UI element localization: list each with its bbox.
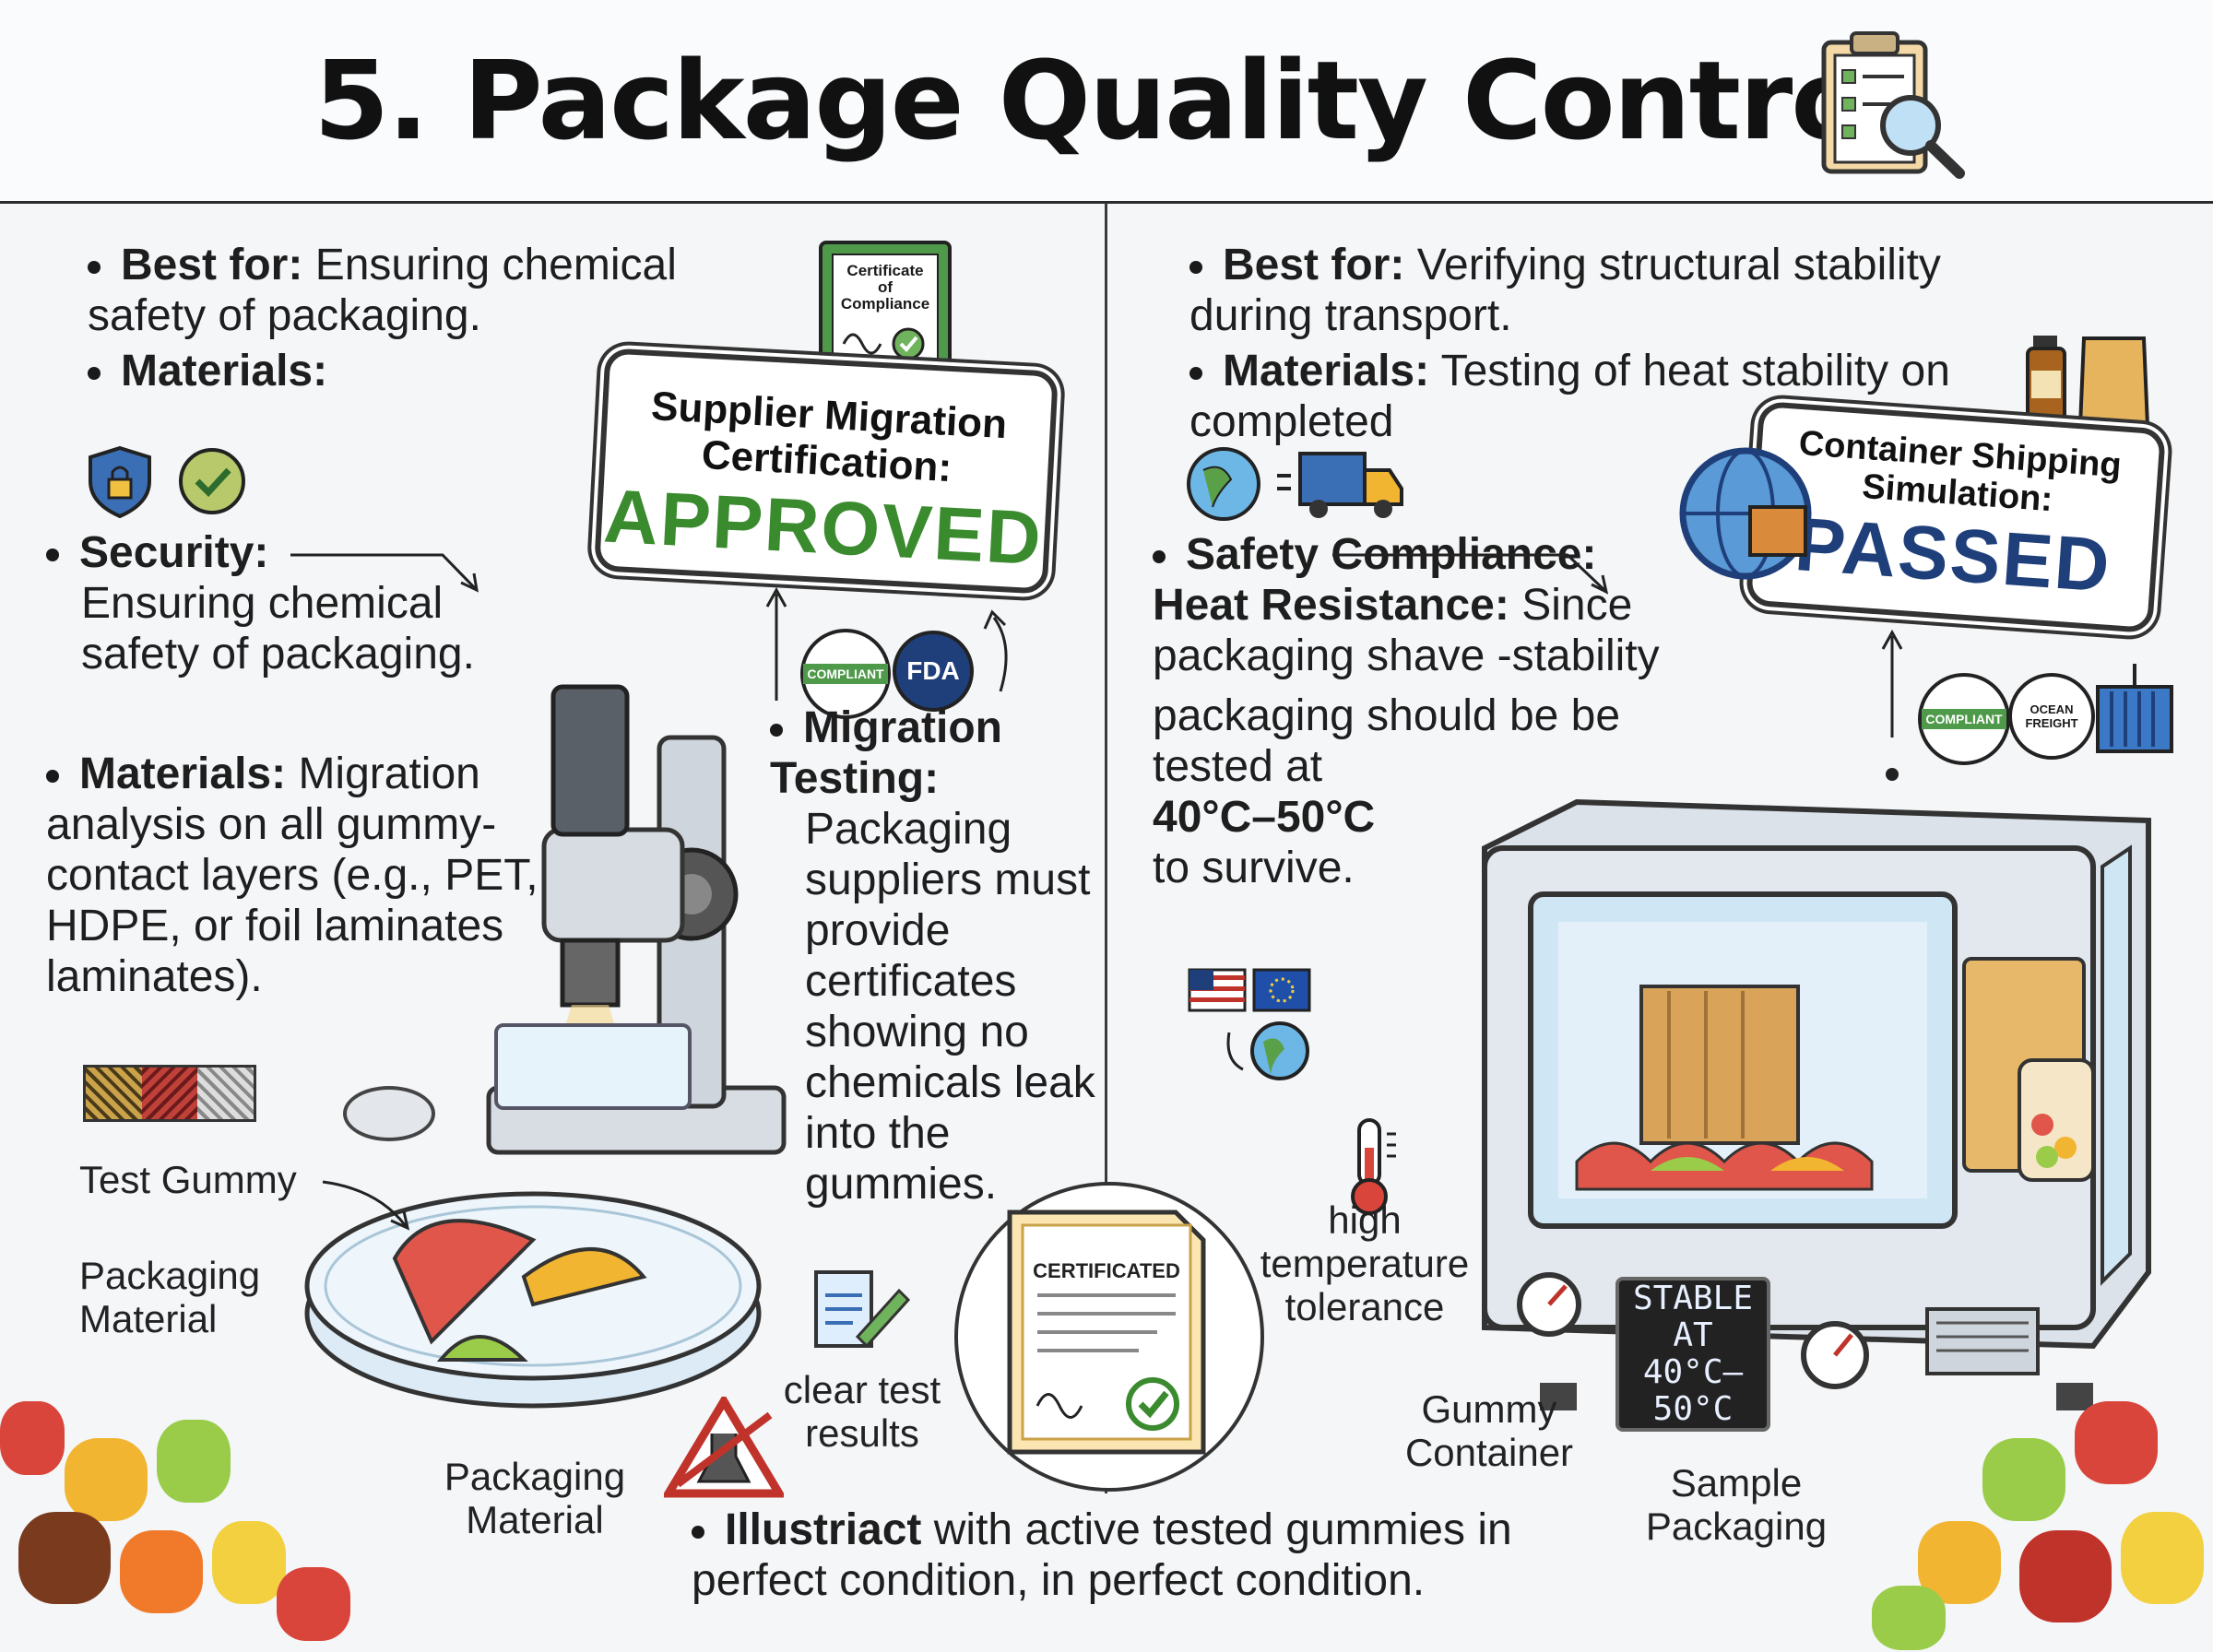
approved-stamp: Supplier Migration Certification: APPROV… xyxy=(594,348,1059,595)
arrow-icon xyxy=(290,553,479,593)
left-materials: Materials: xyxy=(88,346,327,396)
label-test-gummy: Test Gummy xyxy=(79,1158,297,1201)
certificated-document-icon xyxy=(1007,1210,1206,1455)
fda-badge: FDA xyxy=(893,631,974,712)
sample-disc xyxy=(343,1086,435,1141)
shipping-container-icon xyxy=(2096,664,2173,753)
label-high-temperature: high temperature tolerance xyxy=(1260,1198,1470,1328)
label-clear-test-results: clear test results xyxy=(783,1368,941,1455)
bottle-pouch-icon xyxy=(2026,336,2150,429)
up-arrow-icon xyxy=(1881,629,1903,781)
material-swatches xyxy=(83,1065,256,1122)
right-best-for: Best for: Verifying structural stability… xyxy=(1189,241,1941,340)
right-materials: Materials: Testing of heat stability on … xyxy=(1189,347,1950,446)
up-arrows-icon xyxy=(765,586,1008,701)
ocean-freight-badge: OCEAN FREIGHT xyxy=(2008,673,2095,760)
thermometer-icon xyxy=(1351,1118,1396,1215)
heat-chamber-illustration xyxy=(1482,798,2151,1410)
certificate-small-text: Certificate of Compliance xyxy=(840,262,930,313)
migration-testing-block: Migration Testing: Packaging suppliers m… xyxy=(770,703,1095,1209)
compliant-badge-right: COMPLIANT xyxy=(1918,673,2010,765)
illustration-caption: Illustriact with active tested gummies i… xyxy=(692,1505,1512,1605)
label-packaging-material-bottom: Packaging Material xyxy=(444,1455,626,1541)
certificate-icon xyxy=(819,241,952,383)
arrow-icon-right xyxy=(1332,553,1609,595)
safety-compliance-block: Safety Compliance: Heat Resistance: Sinc… xyxy=(1153,530,1660,892)
materials-migration-block: Materials: Migration analysis on all gum… xyxy=(46,749,538,1001)
callout-arrows-icon xyxy=(322,1180,410,1231)
petri-dish-illustration xyxy=(304,1191,762,1409)
label-sample-packaging: Sample Packaging xyxy=(1645,1461,1828,1548)
column-divider xyxy=(1105,203,1107,1493)
label-packaging-material-left: Packaging Material xyxy=(79,1254,261,1340)
clipboard-magnifier-icon xyxy=(1821,31,1965,179)
no-chemicals-warning-icon xyxy=(664,1397,784,1498)
certificated-label: CERTIFICATED xyxy=(1033,1259,1180,1282)
microscope-illustration xyxy=(486,684,787,1155)
compliant-badge: COMPLIANT xyxy=(800,629,891,719)
security-shield-icon xyxy=(89,445,245,518)
page-title: 5. Package Quality Control xyxy=(314,37,1901,164)
document-pencil-icon xyxy=(814,1270,911,1349)
flags-globe-icon xyxy=(1188,968,1311,1080)
globe-truck-icon xyxy=(1187,447,1403,521)
temperature-display: STABLE AT 40°C–50°C xyxy=(1615,1277,1770,1432)
globe-container-icon xyxy=(1679,447,1812,580)
security-block: Security: Ensuring chemical safety of pa… xyxy=(46,527,562,679)
label-gummy-container: Gummy Container xyxy=(1404,1387,1574,1474)
left-best-for: Best for: Ensuring chemical safety of pa… xyxy=(88,241,677,340)
